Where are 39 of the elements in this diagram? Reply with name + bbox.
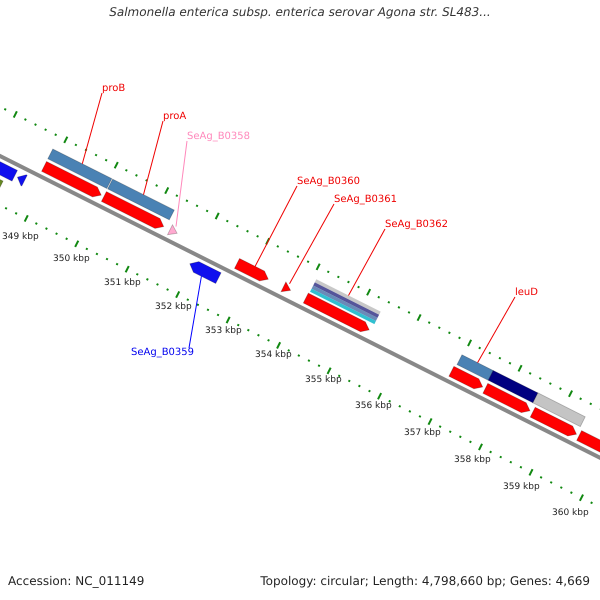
tick-label: 350 kbp xyxy=(53,255,90,265)
gene-triangle xyxy=(280,281,292,292)
accession-text: Accession: NC_011149 xyxy=(8,575,144,588)
gene-label: SeAg_B0361 xyxy=(334,194,397,205)
gene-label: proA xyxy=(163,111,186,122)
tick-label: 355 kbp xyxy=(305,376,342,386)
tick-label: 353 kbp xyxy=(205,327,242,337)
gene-bar xyxy=(456,354,494,381)
leader-line xyxy=(188,276,202,348)
gene-bar xyxy=(47,148,112,190)
leader-line xyxy=(82,92,102,164)
tick-label: 356 kbp xyxy=(355,402,392,412)
gene-block xyxy=(189,261,222,284)
gene-label: SeAg_B0362 xyxy=(385,219,448,230)
tick-label: 354 kbp xyxy=(255,351,292,361)
leader-line xyxy=(289,204,334,284)
leader-line xyxy=(348,228,386,296)
leader-line xyxy=(254,186,298,267)
gene-triangle xyxy=(166,224,178,236)
leader-line xyxy=(143,120,164,196)
gene-label: leuD xyxy=(515,287,538,298)
gene-block xyxy=(234,258,269,282)
tick-label: 359 kbp xyxy=(503,483,540,493)
gene-label: SeAg_B0359 xyxy=(131,347,194,358)
gene-bar xyxy=(107,178,175,220)
tick-label: 349 kbp xyxy=(2,233,39,243)
gene-label: SeAg_B0360 xyxy=(297,176,360,187)
tick-label: 360 kbp xyxy=(552,509,589,519)
genome-stats-text: Topology: circular; Length: 4,798,660 bp; Genes: 4,669 xyxy=(260,575,590,588)
leader-line xyxy=(477,296,516,364)
gene-label: SeAg_B0358 xyxy=(187,131,250,142)
tick-label: 358 kbp xyxy=(454,456,491,466)
gene-bar xyxy=(310,279,381,324)
tick-label: 357 kbp xyxy=(404,429,441,439)
tick-label: 352 kbp xyxy=(155,303,192,313)
tick-label: 351 kbp xyxy=(104,279,141,289)
leader-line xyxy=(176,140,188,228)
gene-label: proB xyxy=(102,83,126,94)
title: Salmonella enterica subsp. enterica serovar Agona str. SL483... xyxy=(108,6,492,20)
